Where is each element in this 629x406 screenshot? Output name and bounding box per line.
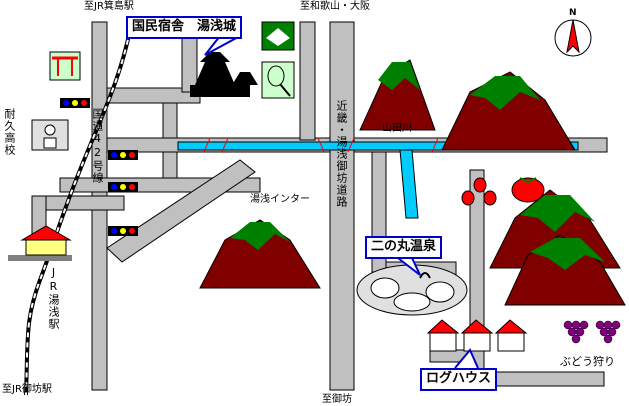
direction-top-right: 至和歌山・大阪: [300, 1, 370, 12]
strawberries-tomato: [461, 177, 545, 206]
loghouse-callout: ログハウス: [420, 368, 498, 391]
traffic-lights: [60, 98, 138, 236]
shrine-icon: [49, 51, 81, 81]
direction-bottom-center: 至御坊: [322, 394, 352, 405]
compass-icon: [554, 19, 592, 57]
baseball-icon: [261, 21, 295, 51]
castle-icon: [190, 52, 258, 97]
grapes: [563, 320, 621, 344]
grapes-label: ぶどう狩り: [560, 355, 615, 368]
direction-top-left: 至JR箕島駅: [84, 1, 134, 12]
station-label: JR湯浅駅: [47, 266, 60, 330]
log-houses: [426, 319, 528, 352]
callout-pointers: [204, 35, 479, 369]
river-label: 山田川: [382, 123, 412, 134]
onsen-rocks: [356, 264, 468, 316]
mountains: [199, 59, 626, 306]
tennis-icon: [261, 61, 295, 99]
station-icon: [8, 225, 72, 261]
onsen-callout: 二の丸温泉: [365, 236, 443, 259]
lodge-callout: 国民宿舎 湯浅城: [126, 16, 243, 39]
expressway-label: 近畿・湯浅御坊道路: [335, 100, 348, 208]
railway: [24, 29, 132, 396]
route42-label: 国道42号線: [91, 108, 104, 184]
school-icon: [31, 119, 69, 151]
direction-bottom-left: 至JR御坊駅: [2, 384, 52, 395]
compass-label: N: [569, 8, 577, 18]
river: [177, 137, 579, 219]
interchange-label: 湯浅インター: [250, 194, 310, 205]
school-label: 耐久高校: [3, 108, 16, 156]
